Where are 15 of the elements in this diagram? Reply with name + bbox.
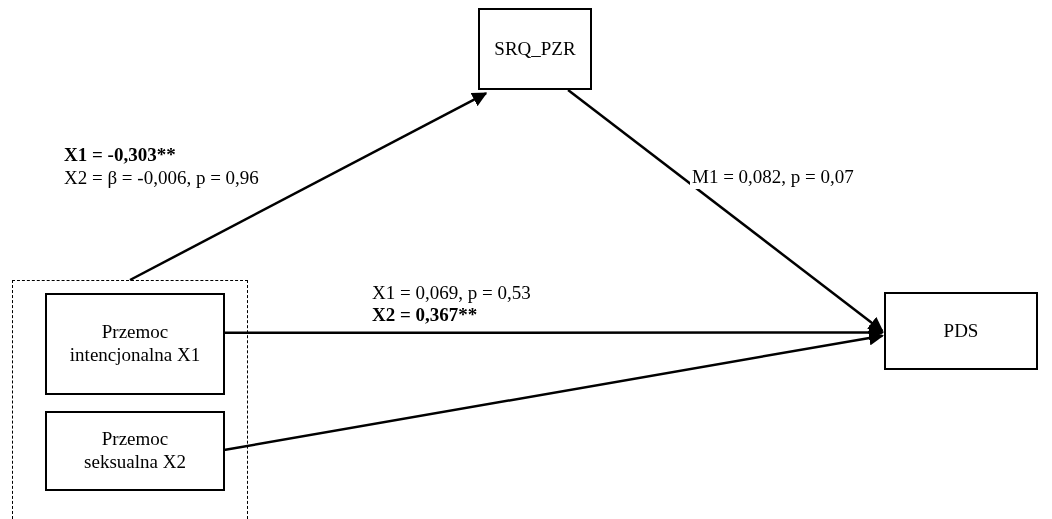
arrow bbox=[567, 89, 884, 332]
coefficient-label: X2 = 0,367** bbox=[372, 304, 478, 327]
coefficient-label: X1 = -0,303** bbox=[64, 144, 176, 167]
variable-box bbox=[45, 293, 225, 395]
box-label: Przemoc seksualna X2 bbox=[83, 428, 187, 474]
arrow bbox=[129, 92, 488, 282]
box-label: PDS bbox=[942, 319, 980, 343]
group-box bbox=[12, 280, 248, 519]
coefficient-label: X1 = 0,069, p = 0,53 bbox=[372, 282, 531, 305]
variable-box bbox=[478, 8, 592, 90]
coefficient-label: X2 = β = -0,006, p = 0,96 bbox=[64, 167, 259, 190]
variable-box bbox=[884, 292, 1038, 370]
variable-box bbox=[45, 411, 225, 491]
box-label: Przemoc intencjonalna X1 bbox=[68, 321, 202, 367]
box-label: SRQ_PZR bbox=[493, 37, 577, 61]
